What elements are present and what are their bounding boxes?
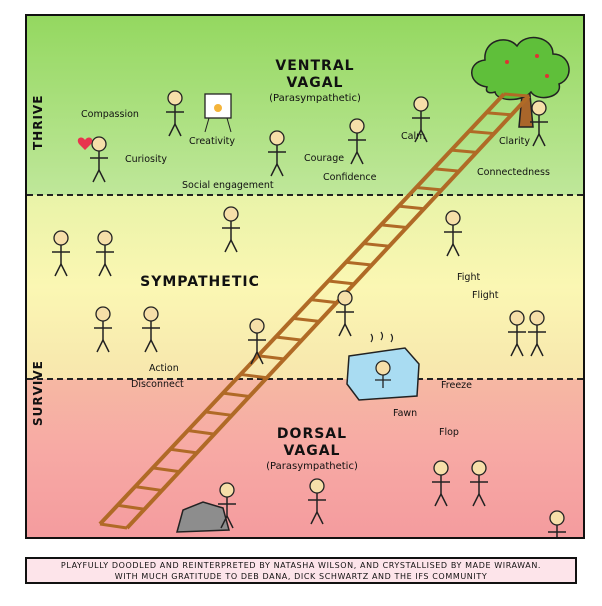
ladder-rung	[275, 335, 302, 342]
stick-figure	[94, 306, 112, 353]
ladder-rung	[187, 429, 215, 436]
credit-line-1: PLAYFULLY DOODLED AND REINTERPRETED BY N…	[60, 561, 542, 570]
survive-divider	[27, 378, 583, 380]
sympathetic-title: SYMPATHETIC	[140, 274, 260, 290]
stick-figure	[412, 96, 430, 143]
ladder-rung	[345, 260, 372, 267]
ladder-rung	[257, 354, 285, 361]
connectedness-label: Connectedness	[477, 167, 550, 178]
credit-line-2: WITH MUCH GRATITUDE TO DEB DANA, DICK SC…	[114, 572, 488, 581]
fawn-label: Fawn	[393, 408, 418, 419]
curiosity-label: Curiosity	[125, 154, 167, 165]
stick-figure	[52, 230, 70, 277]
stick-figure	[528, 310, 546, 357]
flight-label: Flight	[472, 290, 499, 301]
ladder-rung	[328, 279, 355, 286]
clarity-label: Clarity	[499, 136, 530, 147]
ladder-rung	[416, 185, 442, 192]
ladder-rung	[468, 129, 495, 136]
stick-figure	[548, 510, 566, 537]
dorsal-zone	[27, 379, 583, 537]
ladder-rung	[134, 485, 163, 492]
social-engagement-label: Social engagement	[182, 180, 274, 191]
stick-figure	[166, 90, 184, 137]
action-label: Action	[149, 363, 179, 374]
stick-figure	[530, 100, 548, 147]
ladder-rung	[170, 447, 198, 455]
ladder-rung	[451, 148, 477, 154]
stick-figure	[218, 482, 236, 529]
ladder-rung	[398, 204, 425, 211]
dorsal-title: DORSAL VAGAL (Parasympathetic)	[266, 426, 358, 472]
ladder-rung	[503, 92, 530, 98]
stick-figure	[308, 478, 326, 525]
ladder-rung	[222, 391, 250, 399]
ladder-rung	[363, 242, 390, 248]
ladder-rung	[117, 503, 145, 511]
ladder-rung	[99, 522, 128, 530]
stick-figure	[268, 130, 286, 177]
stick-figure	[444, 210, 462, 257]
freeze-label: Freeze	[441, 380, 472, 391]
credit-footer: PLAYFULLY DOODLED AND REINTERPRETED BY N…	[25, 557, 577, 584]
fight-label: Fight	[457, 272, 481, 283]
disconnect-label: Disconnect	[131, 379, 184, 390]
ladder-rung	[380, 223, 407, 229]
sympathetic-zone	[27, 195, 583, 379]
ladder-rung	[293, 316, 320, 323]
stick-figure	[348, 118, 366, 165]
ladder	[98, 92, 531, 530]
confidence-label: Confidence	[323, 172, 377, 183]
easel-icon	[204, 93, 232, 133]
creativity-label: Creativity	[189, 136, 235, 147]
compassion-label: Compassion	[81, 109, 139, 120]
heart-icon	[77, 137, 93, 150]
stick-figure	[336, 290, 354, 337]
flop-label: Flop	[439, 427, 459, 438]
calm-label: Calm	[401, 131, 426, 142]
stick-figure	[508, 310, 526, 357]
stick-figure	[248, 318, 266, 365]
stick-figures	[52, 90, 566, 537]
ladder-rung	[486, 111, 512, 117]
polyvagal-diagram: THRIVE SURVIVE VENTRAL VAGAL (Parasympat…	[25, 14, 585, 539]
stick-figure	[470, 460, 488, 507]
stick-figure	[432, 460, 450, 507]
ladder-rung	[205, 410, 233, 417]
stick-figure	[90, 136, 108, 183]
stick-figure	[222, 206, 240, 253]
ladder-rung	[433, 167, 460, 173]
stick-figure	[96, 230, 114, 277]
ladder-rung	[240, 372, 268, 380]
stick-figure	[142, 306, 160, 353]
thrive-divider	[27, 194, 583, 196]
ladder-rung	[310, 298, 337, 305]
courage-label: Courage	[304, 153, 345, 164]
rock-illustration	[176, 501, 230, 533]
ladder-rung	[152, 466, 180, 474]
ice-block-illustration	[346, 331, 420, 401]
ventral-title: VENTRAL VAGAL (Parasympathetic)	[269, 58, 361, 104]
